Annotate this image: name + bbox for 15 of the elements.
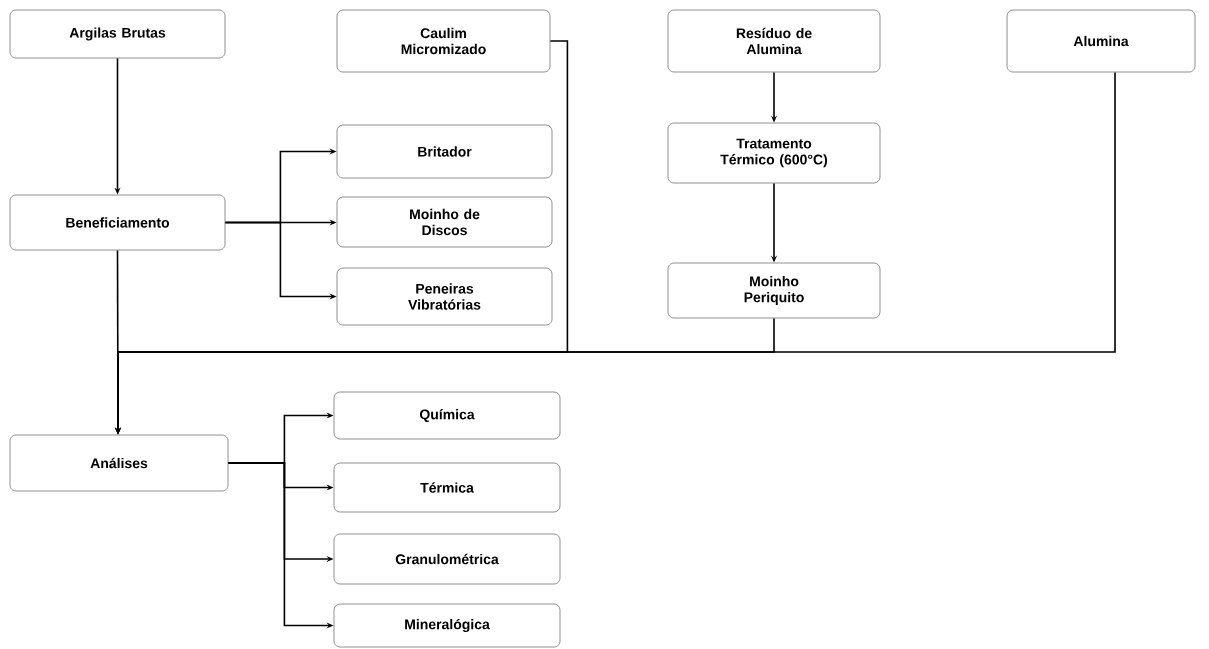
process-box: Moinho Periquito: [667, 262, 881, 319]
process-box: Tratamento Térmico (600°C): [667, 122, 881, 184]
process-box: Granulométrica: [333, 533, 561, 585]
process-box: Térmica: [333, 462, 561, 513]
process-box: Peneiras Vibratórias: [336, 267, 553, 326]
process-box: Química: [333, 391, 561, 440]
process-box: Beneficiamento: [9, 194, 226, 251]
process-box: Britador: [336, 124, 553, 179]
process-box: Mineralógica: [333, 603, 561, 648]
process-box: Moinho de Discos: [336, 196, 553, 248]
process-box: Resíduo de Alumina: [667, 9, 881, 73]
process-box: Análises: [9, 434, 229, 492]
process-box: Caulim Micromizado: [336, 9, 551, 73]
process-box: Alumina: [1006, 9, 1196, 73]
process-box: Argilas Brutas: [9, 9, 226, 59]
